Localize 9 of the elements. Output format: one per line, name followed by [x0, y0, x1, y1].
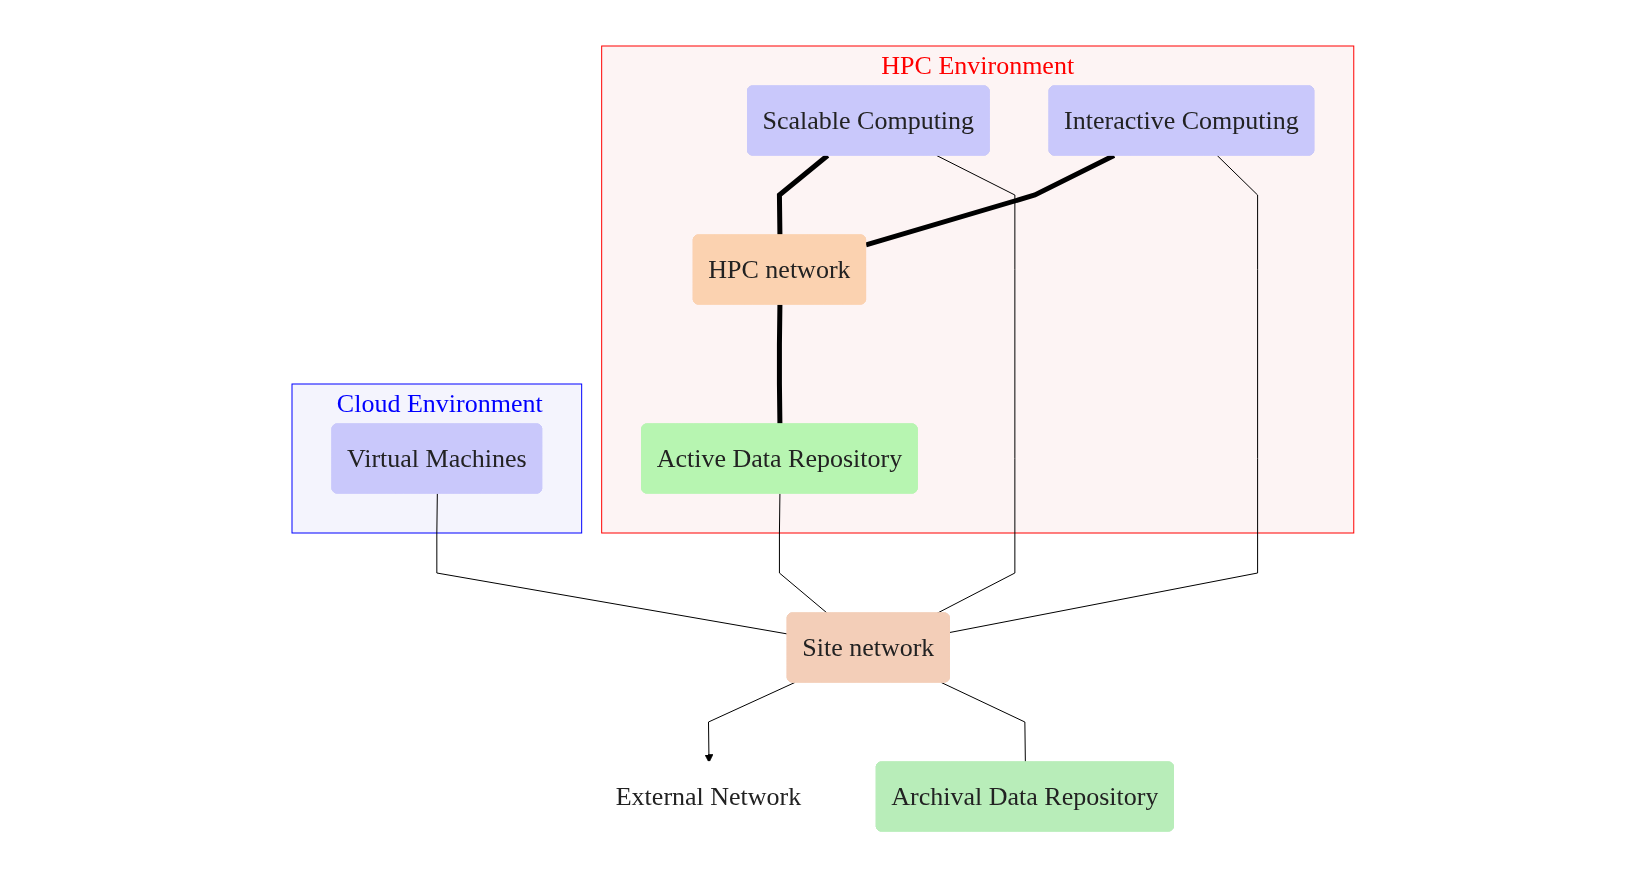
connector — [949, 154, 1258, 633]
connector — [778, 492, 828, 614]
connector — [935, 154, 1015, 614]
connector — [776, 303, 783, 425]
connector — [940, 681, 1026, 763]
connector — [776, 153, 829, 236]
node-text: External Network — [615, 781, 801, 811]
connector — [435, 492, 788, 634]
arrow — [704, 681, 795, 763]
